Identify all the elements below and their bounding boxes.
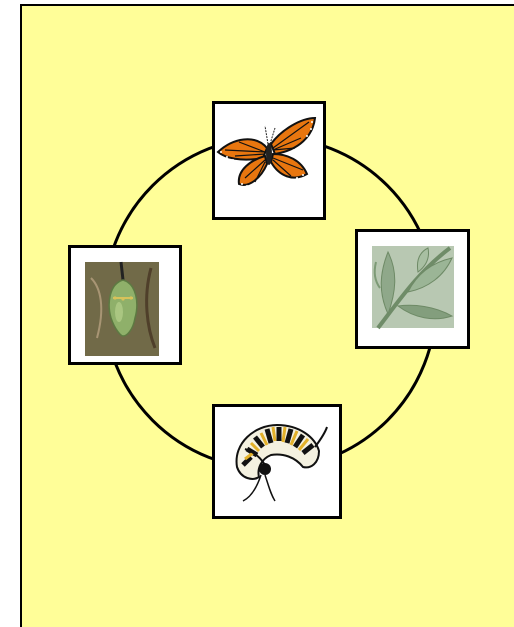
stage-card-adult [212, 101, 326, 220]
stage-card-larva [212, 404, 342, 519]
stage-card-plant [355, 229, 470, 349]
stage-card-pupa [68, 245, 182, 365]
caterpillar-icon [215, 407, 339, 516]
milkweed-leaves-icon [358, 232, 467, 346]
monarch-butterfly-icon [215, 104, 323, 217]
chrysalis-icon [71, 248, 179, 362]
